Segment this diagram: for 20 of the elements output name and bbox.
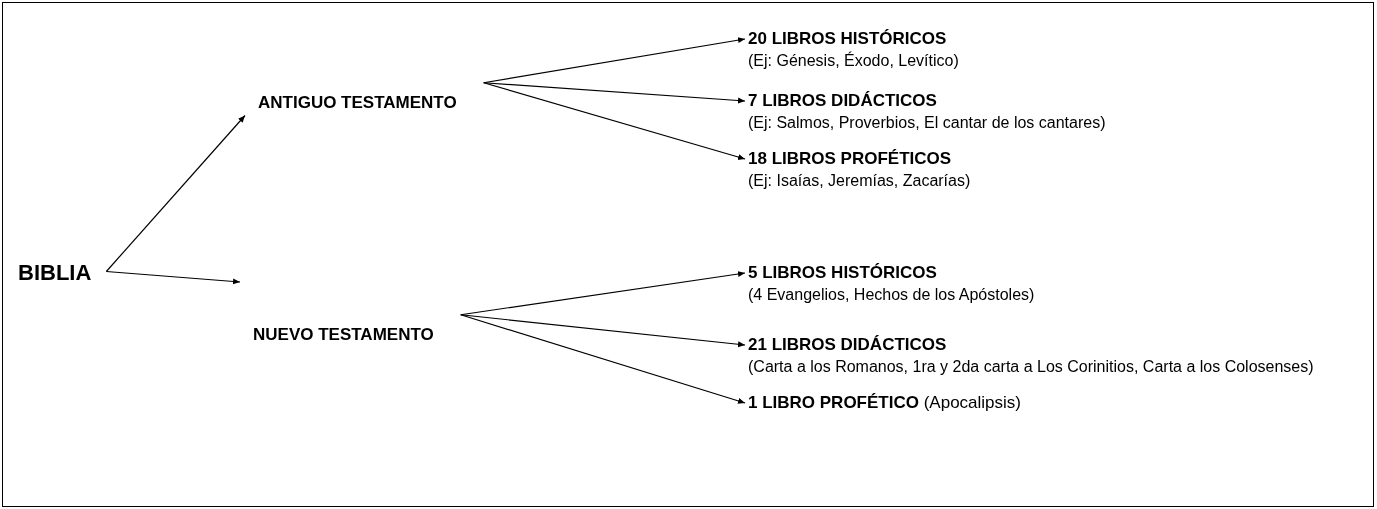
category-heading: 5 LIBROS HISTÓRICOS	[748, 262, 938, 284]
examples-text: (Ej: Génesis, Éxodo, Levítico)	[748, 50, 959, 71]
category-heading: 1 LIBRO PROFÉTICO (Apocalipsis)	[748, 392, 1021, 414]
branch-label: NUEVO TESTAMENTO	[253, 324, 434, 346]
arrow	[105, 270, 241, 285]
category-heading: 20 LIBROS HISTÓRICOS	[748, 28, 948, 50]
arrow	[460, 314, 746, 404]
category-heading: 7 LIBROS DIDÁCTICOS	[748, 90, 938, 112]
category-heading: 21 LIBROS DIDÁCTICOS	[748, 334, 948, 356]
branch-label: ANTIGUO TESTAMENTO	[258, 92, 457, 114]
arrow	[483, 82, 746, 160]
examples-text: (Ej: Salmos, Proverbios, El cantar de los cantares)	[748, 113, 1106, 133]
arrow	[483, 82, 746, 104]
arrow	[105, 114, 246, 273]
root-label: BIBLIA	[18, 259, 92, 287]
category-heading: 18 LIBROS PROFÉTICOS	[748, 148, 953, 170]
examples-text: (Carta a los Romanos, 1ra y 2da carta a Los Corinitios, Carta a los Colosenses)	[748, 357, 1314, 377]
examples-text: (4 Evangelios, Hechos de los Apóstoles)	[748, 285, 1035, 305]
arrow	[460, 314, 746, 348]
examples-text: (Ej: Isaías, Jeremías, Zacarías)	[748, 171, 971, 191]
